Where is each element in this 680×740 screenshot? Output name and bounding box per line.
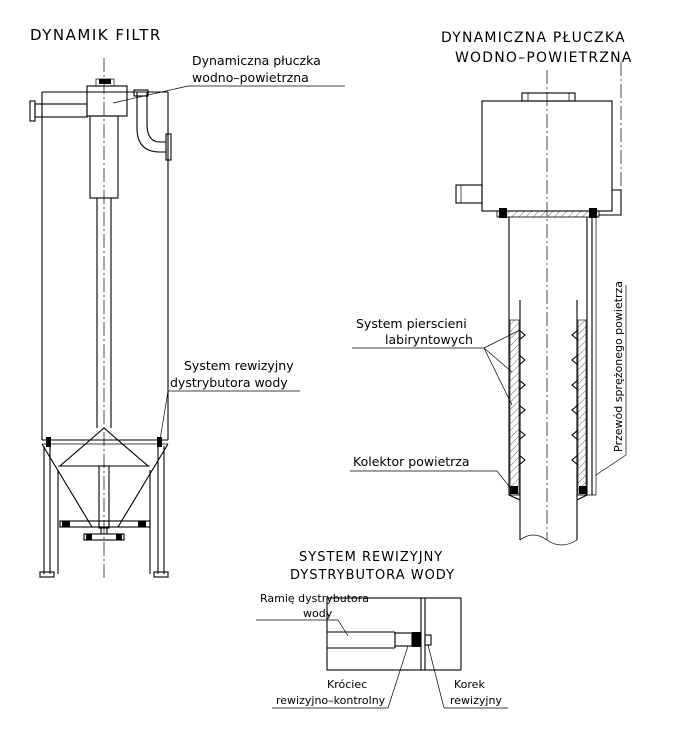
label-krociec-line1: Króciec <box>327 678 367 691</box>
air-pipe-elbow <box>136 92 166 153</box>
label-przewod: Przewód sprężonego powietrza <box>612 281 625 452</box>
label-kolektor: Kolektor powietrza <box>353 454 470 469</box>
label-krociec-line2: rewizyjno–kontrolny <box>276 694 386 707</box>
label-korek-line1: Korek <box>454 678 485 691</box>
title-pluczka-line2: WODNO–POWIETRZNA <box>455 50 633 66</box>
label-pluczka-line2: wodno–powietrzna <box>192 70 309 85</box>
pluczka-side-inlet <box>455 184 483 204</box>
filter-drawing <box>29 58 172 578</box>
inlet-pipe-left <box>34 103 88 118</box>
label-pluczka-line1: Dynamiczna płuczka <box>192 53 321 68</box>
label-korek-line2: rewizyjny <box>450 694 502 707</box>
title-system-rewizyjny-line1: SYSTEM REWIZYJNY <box>299 550 443 565</box>
label-rewizyjny-line2: dystrybutora wody <box>170 375 288 390</box>
title-pluczka-line1: DYNAMICZNA PŁUCZKA <box>441 30 626 46</box>
title-system-rewizyjny-line2: DYSTRYBUTORA WODY <box>290 568 455 583</box>
leader-rewizyjny <box>159 390 169 441</box>
title-dynamik-filtr: DYNAMIK FILTR <box>30 26 162 44</box>
pluczka-drawing <box>455 62 622 546</box>
label-pierscieni-line2: labiryntowych <box>385 332 473 347</box>
leader-pluczka <box>112 85 189 104</box>
rewizyjny-drawing <box>326 597 462 671</box>
label-ramie-line2: wody <box>303 607 333 620</box>
label-ramie-line1: Ramię dystrybutora <box>260 592 369 605</box>
detail-frame <box>326 597 462 671</box>
label-pierscieni-line1: System pierscieni <box>356 316 467 331</box>
label-rewizyjny-line1: System rewizyjny <box>184 358 294 373</box>
